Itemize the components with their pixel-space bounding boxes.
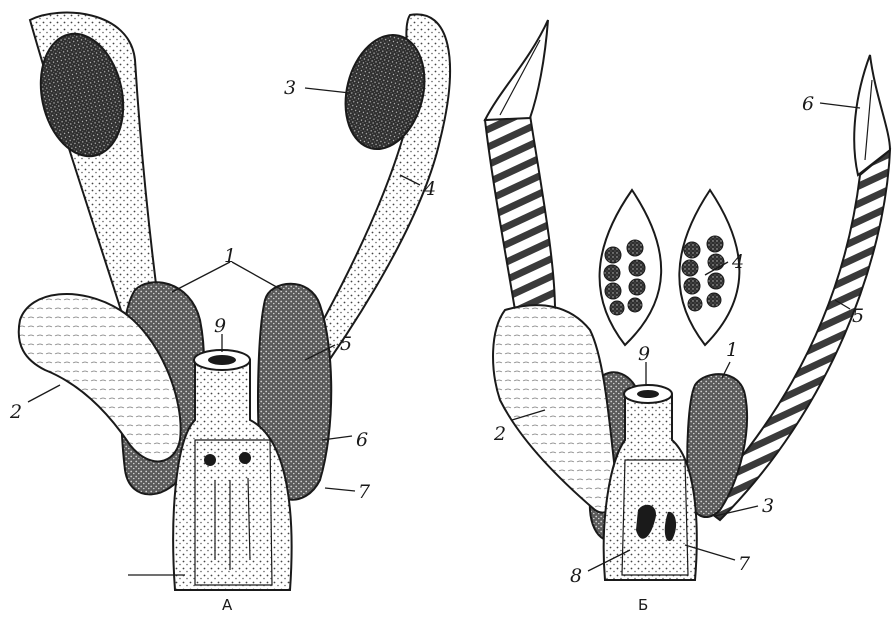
panel-a-callout-7: 7: [358, 481, 371, 503]
panel-b-callout-6: 6: [802, 93, 814, 115]
panel-b-sac: [493, 305, 616, 512]
panel-a-callout-4: 4: [423, 178, 436, 200]
panel-b-right-pod: [679, 190, 739, 345]
panel-b-label: Б: [638, 596, 648, 614]
panel-b-callout-1: 1: [726, 339, 738, 361]
panel-a-callout-2: 2: [9, 401, 22, 423]
panel-a-callout-5: 5: [340, 333, 352, 355]
panel-a-ovule-right: [239, 452, 251, 464]
panel-b-left-tip: [485, 20, 548, 120]
panel-a: [19, 13, 450, 590]
panel-a-callout-9: 9: [214, 315, 226, 337]
panel-b-left-filament: [485, 115, 555, 310]
panel-b-callout-2: 2: [493, 423, 506, 445]
panel-b-callout-5: 5: [852, 305, 864, 327]
panel-b-callout-4: 4: [731, 251, 744, 273]
panel-b-callout-3: 3: [762, 495, 774, 517]
panel-a-column-hole: [208, 355, 236, 365]
panel-b-callout-7: 7: [738, 553, 751, 575]
panel-a-label: А: [222, 596, 233, 614]
panel-b-left-pod: [600, 190, 662, 345]
panel-b-column-hole: [637, 390, 659, 398]
panel-b-callout-8: 8: [570, 565, 582, 587]
panel-a-callout-3: 3: [284, 77, 296, 99]
panel-a-ovule-left: [204, 454, 216, 466]
panel-b-callout-9: 9: [638, 343, 650, 365]
panel-a-callout-6: 6: [356, 429, 368, 451]
